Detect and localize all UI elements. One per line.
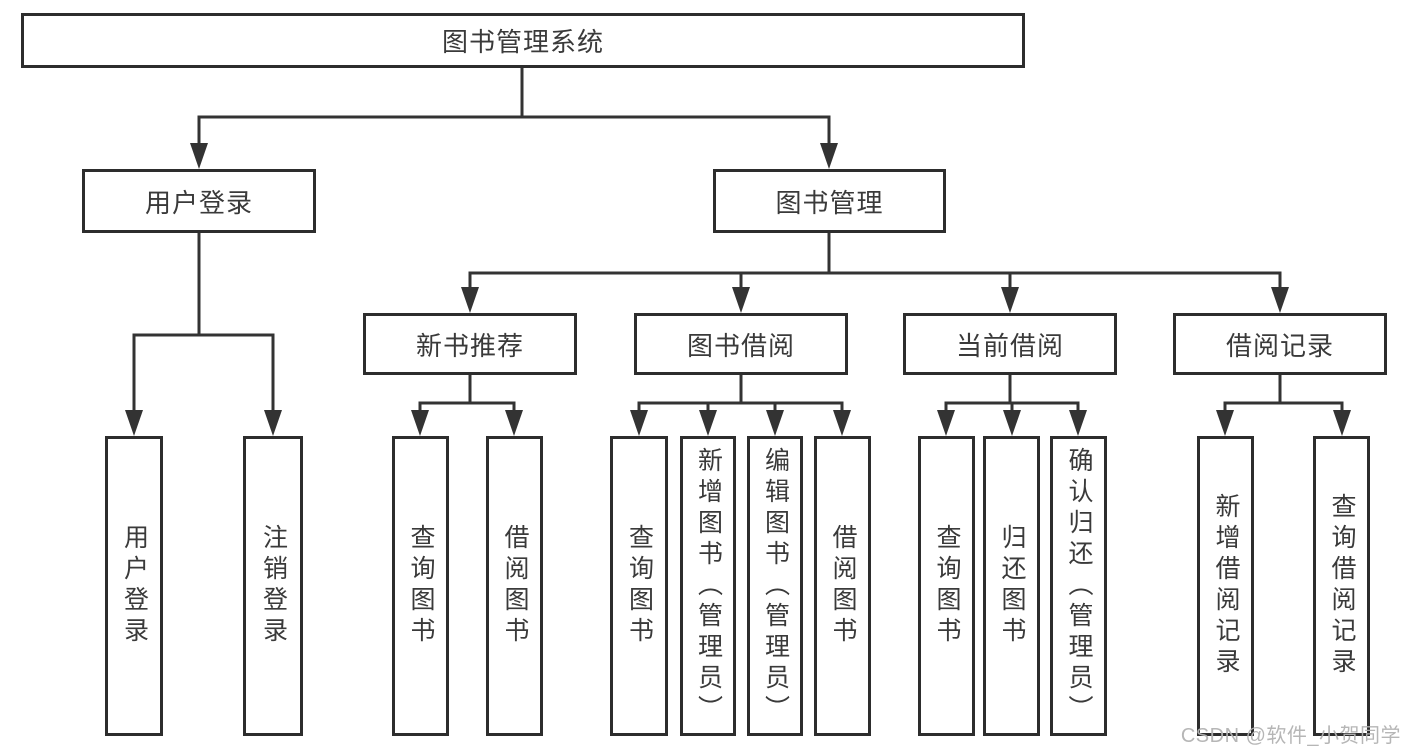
arrow-down-icon [190,143,208,169]
node-library-system: 图书管理系统 [21,13,1025,68]
leaf-query-books-recommendation: 查询图书 [392,436,449,736]
arrow-down-icon [699,410,717,436]
node-current-borrowing: 当前借阅 [903,313,1117,375]
node-label: 新书推荐 [415,330,524,361]
leaf-borrow-books-recommendation: 借阅图书 [486,436,543,736]
leaf-logout: 注销登录 [243,436,303,736]
arrow-down-icon [766,410,784,436]
node-label: 新增图书（管理员） [694,446,723,726]
node-label: 借阅图书 [501,524,529,648]
connector-book-management-to-level3 [468,233,1282,289]
arrow-down-icon [1003,410,1021,436]
node-label: 当前借阅 [955,330,1064,361]
arrow-down-icon [1271,287,1289,313]
connector-current-borrowing-to-leaves [944,375,1080,412]
node-new-book-recommendation: 新书推荐 [363,313,577,375]
connector-book-borrowing-to-leaves [637,375,844,412]
node-label: 图书借阅 [686,330,795,361]
node-label: 确认归还（管理员） [1065,446,1093,726]
node-label: 编辑图书（管理员） [761,446,790,726]
node-label: 注销登录 [259,524,288,648]
watermark: CSDN @软件_小贺同学 [1180,725,1401,747]
node-label: 用户登录 [120,524,149,648]
node-label: 查询图书 [933,524,961,648]
node-label: 查询借阅记录 [1328,493,1356,679]
node-label: 借阅图书 [829,524,857,648]
node-book-management: 图书管理 [713,169,946,233]
leaf-add-book-admin: 新增图书（管理员） [680,436,736,736]
node-label: 图书管理 [775,187,884,218]
arrow-down-icon [505,410,523,436]
node-label: 归还图书 [998,524,1026,648]
arrow-down-icon [411,410,429,436]
arrow-down-icon [820,143,838,169]
connector-borrowing-records-to-leaves [1223,375,1344,412]
arrow-down-icon [1333,410,1351,436]
node-borrowing-records: 借阅记录 [1173,313,1387,375]
arrow-down-icon [732,287,750,313]
arrow-down-icon [833,410,851,436]
node-book-borrowing: 图书借阅 [634,313,848,375]
leaf-add-borrow-record: 新增借阅记录 [1197,436,1254,736]
leaf-confirm-return-admin: 确认归还（管理员） [1050,436,1107,736]
node-user-login: 用户登录 [82,169,316,233]
node-label: 新增借阅记录 [1212,493,1240,679]
arrow-down-icon [1216,410,1234,436]
arrow-down-icon [461,287,479,313]
node-label: 图书管理系统 [441,27,604,57]
connector-root-to-level2 [197,68,831,145]
leaf-user-login: 用户登录 [105,436,163,736]
arrow-down-icon [125,410,143,436]
arrow-down-icon [630,410,648,436]
leaf-query-books-current: 查询图书 [918,436,975,736]
node-label: 借阅记录 [1225,330,1334,361]
node-label: 用户登录 [144,187,253,218]
node-label: 查询图书 [625,524,654,648]
leaf-return-books: 归还图书 [983,436,1040,736]
connector-new-book-recommendation-to-leaves [418,375,516,412]
arrow-down-icon [1001,287,1019,313]
arrow-down-icon [1069,410,1087,436]
arrow-down-icon [264,410,282,436]
arrow-down-icon [937,410,955,436]
leaf-query-borrow-record: 查询借阅记录 [1313,436,1370,736]
leaf-query-books-borrowing: 查询图书 [610,436,668,736]
leaf-edit-book-admin: 编辑图书（管理员） [747,436,803,736]
leaf-borrow-books-borrowing: 借阅图书 [814,436,871,736]
node-label: 查询图书 [407,524,435,648]
connector-user-login-to-leaves [132,233,275,412]
